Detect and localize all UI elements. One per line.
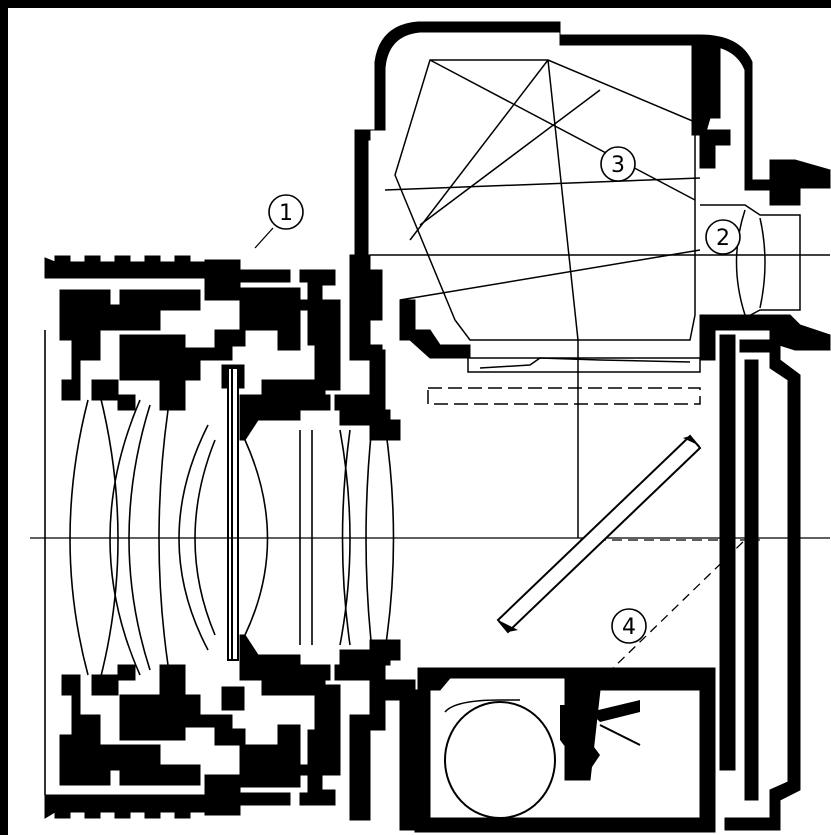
eyepiece — [700, 204, 801, 319]
focusing-screen — [427, 357, 701, 405]
callout-4-label: 4 — [622, 615, 636, 640]
lens-elements — [44, 330, 395, 795]
reflex-mirror — [496, 434, 702, 634]
callout-2-label: 2 — [716, 226, 730, 251]
metering-cell — [444, 539, 746, 819]
pentaprism — [370, 59, 830, 538]
camera-body — [354, 21, 831, 833]
callout-3-label: 3 — [611, 153, 625, 178]
callout-3: 3 — [600, 146, 636, 182]
callout-1: 1 — [254, 194, 304, 249]
callout-4: 4 — [611, 608, 647, 644]
lens-barrel — [44, 254, 391, 821]
callout-1-label: 1 — [279, 201, 293, 226]
aperture-diaphragm — [227, 367, 239, 661]
callout-2: 2 — [705, 219, 741, 255]
